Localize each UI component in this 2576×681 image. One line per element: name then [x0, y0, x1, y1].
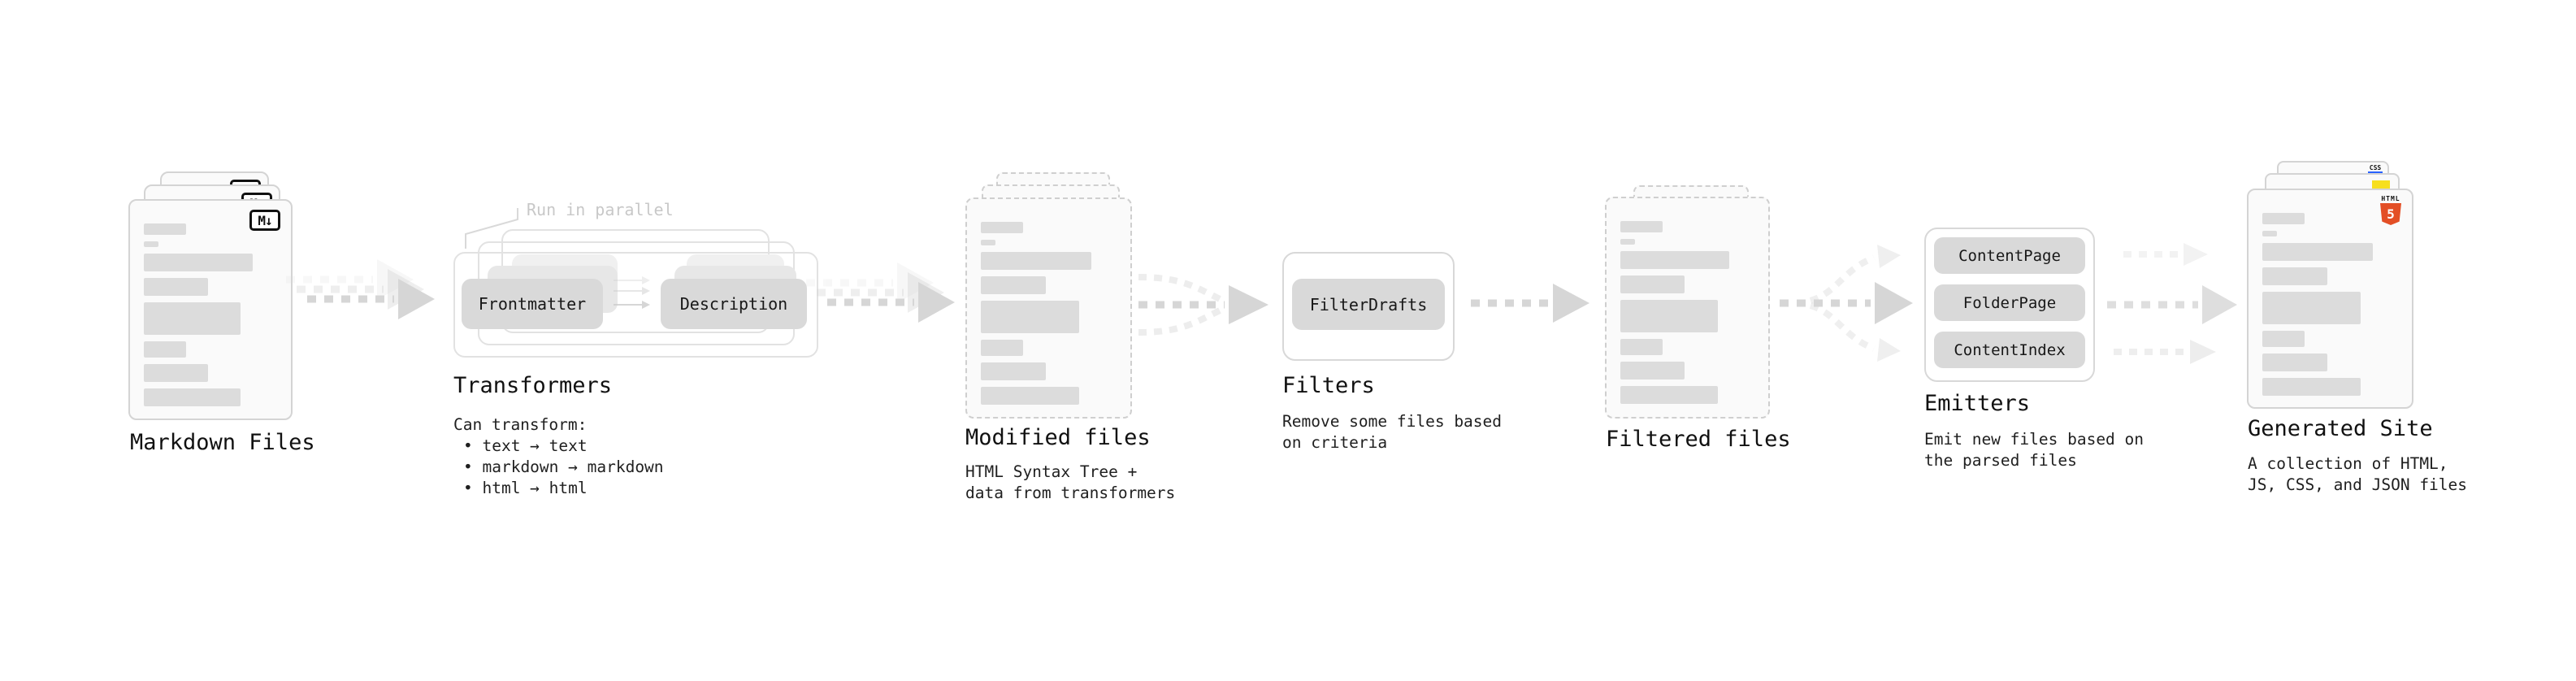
- emitter-node-contentindex: ContentIndex: [1934, 332, 2085, 368]
- html5-number: 5: [2387, 206, 2395, 222]
- skeleton-text-bars: [1607, 198, 1768, 404]
- parallel-annotation: Run in parallel: [527, 200, 674, 219]
- transformer-stack-box-front: [453, 252, 818, 358]
- annotation-callout-line: [465, 208, 518, 249]
- fan-in-arrow: [1138, 274, 1268, 336]
- css3-icon: CSS: [2368, 165, 2383, 174]
- file-card-front: HTML 5: [2247, 189, 2413, 409]
- html5-icon: HTML 5: [2379, 195, 2403, 225]
- javascript-icon: [2372, 180, 2390, 190]
- skeleton-text-bars: [967, 199, 1130, 405]
- stage-label-transformers: Transformers: [453, 373, 613, 398]
- filters-caption: Remove some files based on criteria: [1282, 412, 1503, 452]
- skeleton-text-bars: [2249, 190, 2412, 396]
- fan-out-arrow: [1780, 245, 1913, 362]
- html5-shield: 5: [2380, 203, 2401, 225]
- html5-badge-text: HTML: [2381, 195, 2400, 202]
- stage-label-emitters: Emitters: [1924, 391, 2031, 416]
- file-card-front: [1605, 197, 1770, 419]
- file-card-front: [965, 197, 1132, 419]
- bullet-item: • markdown → markdown: [463, 458, 664, 476]
- flow-arrow-transformers-to-modified: [806, 262, 955, 323]
- transformers-caption: Can transform: • text → text • markdown …: [453, 414, 664, 499]
- stage-label-markdown-files: Markdown Files: [130, 430, 315, 455]
- emitter-node-folderpage: FolderPage: [1934, 284, 2085, 321]
- emitters-caption: Emit new files based on the parsed files: [1924, 430, 2144, 470]
- caption-title: Can transform:: [453, 415, 588, 434]
- description-node: Description: [661, 279, 807, 329]
- stage-label-generated-site: Generated Site: [2248, 416, 2433, 441]
- bullet-item: • text → text: [463, 436, 588, 455]
- stage-label-modified-files: Modified files: [965, 425, 1151, 450]
- stage-label-filtered-files: Filtered files: [1606, 427, 1791, 452]
- emitter-node-contentpage: ContentPage: [1934, 237, 2085, 274]
- flow-arrow-markdown-to-transformers: [286, 259, 435, 319]
- frontmatter-node: Frontmatter: [462, 279, 603, 329]
- bullet-item: • html → html: [463, 479, 588, 497]
- flow-arrow-filters-to-filtered: [1471, 284, 1589, 323]
- file-card-front: M↓: [128, 199, 293, 420]
- filterdrafts-node: FilterDrafts: [1292, 279, 1445, 330]
- markdown-icon: M↓: [249, 210, 280, 231]
- skeleton-text-bars: [130, 201, 291, 406]
- css-badge-underline: [2368, 171, 2383, 174]
- generated-site-caption: A collection of HTML, JS, CSS, and JSON …: [2248, 454, 2468, 494]
- stage-label-filters: Filters: [1282, 373, 1375, 398]
- node-flow-arrows: [614, 276, 650, 309]
- modified-files-caption: HTML Syntax Tree + data from transformer…: [965, 462, 1176, 502]
- css-badge-text: CSS: [2369, 164, 2382, 171]
- emitter-output-arrows: [2107, 243, 2237, 364]
